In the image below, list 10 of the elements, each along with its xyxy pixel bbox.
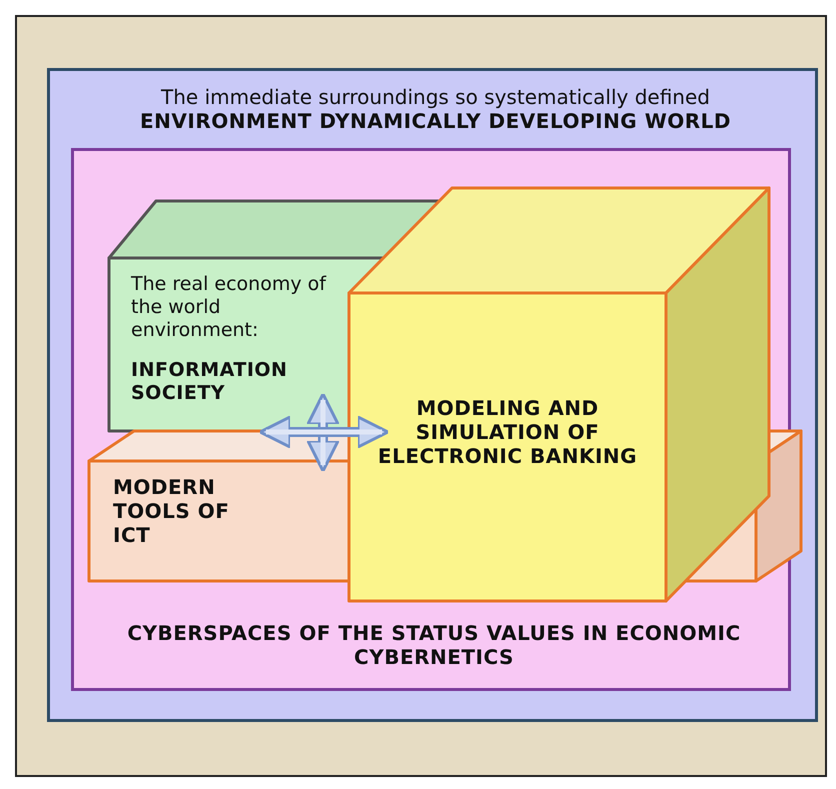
heading-text: MODERN TOOLS OF ICT bbox=[113, 475, 230, 547]
body-text: The real economy of the world environment: bbox=[131, 273, 328, 342]
heading-text: The immediate surroundings so systematically defined bbox=[160, 85, 711, 109]
environment-panel bbox=[47, 68, 818, 722]
heading-text: ENVIRONMENT DYNAMICALLY DEVELOPING WORLD bbox=[139, 109, 732, 133]
heading-text: INFORMATION SOCIETY bbox=[131, 359, 288, 405]
heading-text: MODELING AND SIMULATION OF ELECTRONIC BANKING bbox=[376, 396, 638, 468]
double-arrow bbox=[306, 392, 340, 472]
double-arrow bbox=[258, 416, 390, 448]
panel-text: CYBERSPACES OF THE STATUS VALUES IN ECONOMIC CYBERNETICS bbox=[126, 621, 742, 669]
